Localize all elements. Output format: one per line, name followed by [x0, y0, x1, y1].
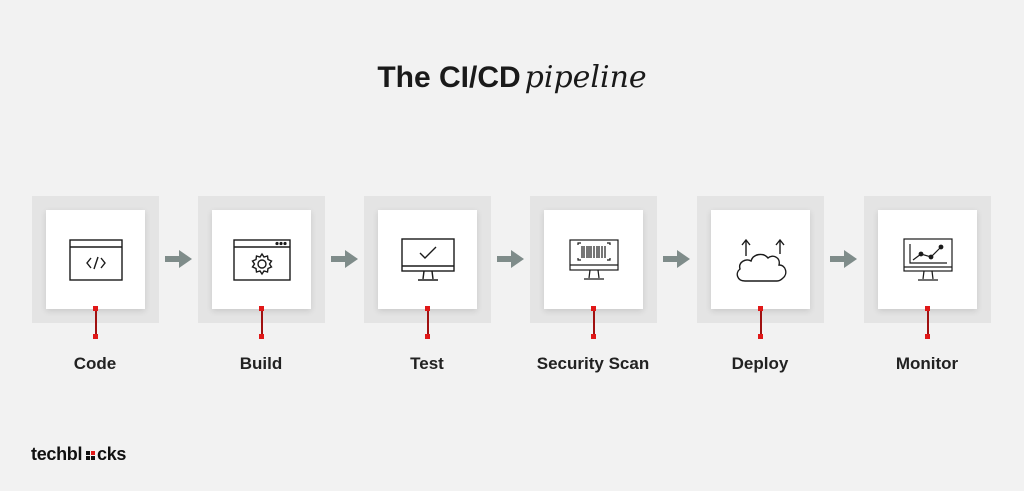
arrow-right-icon — [497, 250, 524, 268]
svg-text:techbl: techbl — [31, 444, 82, 464]
cloud-upload-icon — [736, 238, 786, 282]
arrow-right-icon — [663, 250, 690, 268]
stage-card — [212, 210, 311, 309]
stage-label-code: Code — [73, 354, 117, 373]
svg-text:cks: cks — [97, 444, 126, 464]
techblocks-logo: techbl cks — [31, 444, 135, 471]
arrow-right-icon — [165, 250, 192, 268]
arrow-right-icon — [830, 250, 857, 268]
stage-label-monitor: Monitor — [895, 354, 959, 373]
stage-label-build: Build — [239, 354, 283, 373]
code-window-icon — [68, 238, 123, 281]
stage-card — [711, 210, 810, 309]
stage-security-scan — [530, 196, 657, 339]
title-main: The CI/CD — [377, 61, 521, 94]
stage-build — [198, 196, 325, 339]
title-emphasis: pipeline — [524, 60, 647, 95]
monitor-checkmark-icon — [400, 237, 455, 281]
stage-test — [364, 196, 491, 339]
stage-card — [46, 210, 145, 309]
stage-label-security-scan: Security Scan — [536, 354, 650, 373]
stage-code — [32, 196, 159, 339]
monitor-chart-icon — [902, 237, 953, 281]
techblocks-logo-icon: techbl cks — [31, 444, 127, 464]
stage-label-test: Test — [410, 354, 444, 373]
stage-card — [544, 210, 643, 309]
gear-window-icon — [232, 238, 291, 281]
stage-card — [878, 210, 977, 309]
stage-label-deploy: Deploy — [731, 354, 789, 373]
arrow-right-icon — [331, 250, 358, 268]
stage-card — [378, 210, 477, 309]
stage-monitor — [864, 196, 991, 339]
stage-deploy — [697, 196, 824, 339]
monitor-barcode-icon — [568, 238, 619, 280]
